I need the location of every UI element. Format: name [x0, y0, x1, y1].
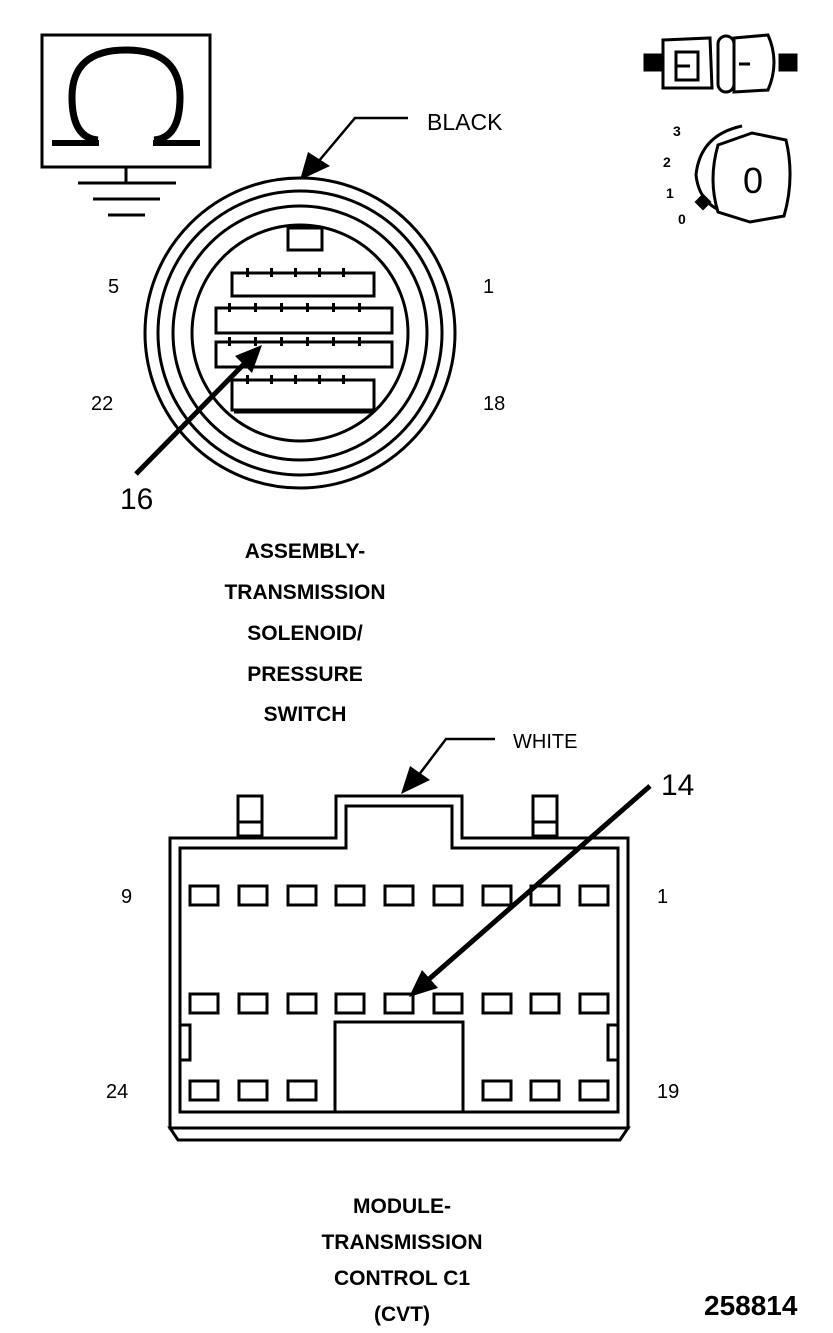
connector1-title-line-4: PRESSURE — [247, 663, 363, 686]
connector1-pin-bottom-right: 18 — [483, 393, 505, 415]
ignition-key-icon: 3 2 1 0 0 — [663, 123, 792, 227]
figure-number: 258814 — [704, 1290, 798, 1321]
connector1-title: ASSEMBLY- TRANSMISSION SOLENOID/ PRESSUR… — [224, 540, 385, 726]
connector1-color-label: BLACK — [427, 109, 503, 135]
connector1-pin-bottom-left: 22 — [91, 393, 113, 415]
connector1-pin-top-left: 5 — [108, 276, 119, 298]
connector1-title-line-1: ASSEMBLY- — [245, 540, 366, 563]
connector2-callout-pin: 14 — [661, 769, 694, 802]
connector2-title-line-2: TRANSMISSION — [321, 1231, 482, 1254]
connector2-title-line-1: MODULE- — [353, 1195, 451, 1218]
connector1-pin-top-right: 1 — [483, 276, 494, 298]
connector2-color-label: WHITE — [513, 731, 577, 753]
connector1-callout-pin: 16 — [120, 483, 153, 516]
connector1-title-line-5: SWITCH — [264, 703, 347, 726]
ignition-position-3: 3 — [673, 123, 681, 139]
ignition-position-2: 2 — [663, 154, 671, 170]
connector2-pin-bottom-right: 19 — [657, 1081, 679, 1103]
connector2-pin-bottom-left: 24 — [106, 1081, 128, 1103]
connector2-title-line-4: (CVT) — [374, 1303, 430, 1326]
connector2-title-line-3: CONTROL C1 — [334, 1267, 470, 1290]
connector2-title: MODULE- TRANSMISSION CONTROL C1 (CVT) — [321, 1195, 482, 1326]
ohmmeter-icon — [40, 33, 212, 217]
ignition-key-value: 0 — [743, 160, 763, 201]
connector1-title-line-2: TRANSMISSION — [224, 581, 385, 604]
ignition-position-1: 1 — [666, 185, 674, 201]
solenoid-connector: BLACK 16 5 1 22 18 — [91, 109, 505, 516]
ignition-position-0: 0 — [678, 211, 686, 227]
connector2-pin-top-left: 9 — [121, 886, 132, 908]
connector2-pin-top-right: 1 — [657, 886, 668, 908]
connector-probe-icon — [643, 33, 798, 94]
connector1-title-line-3: SOLENOID/ — [247, 622, 363, 645]
module-connector: WHITE 14 9 1 24 19 — [106, 731, 694, 1142]
